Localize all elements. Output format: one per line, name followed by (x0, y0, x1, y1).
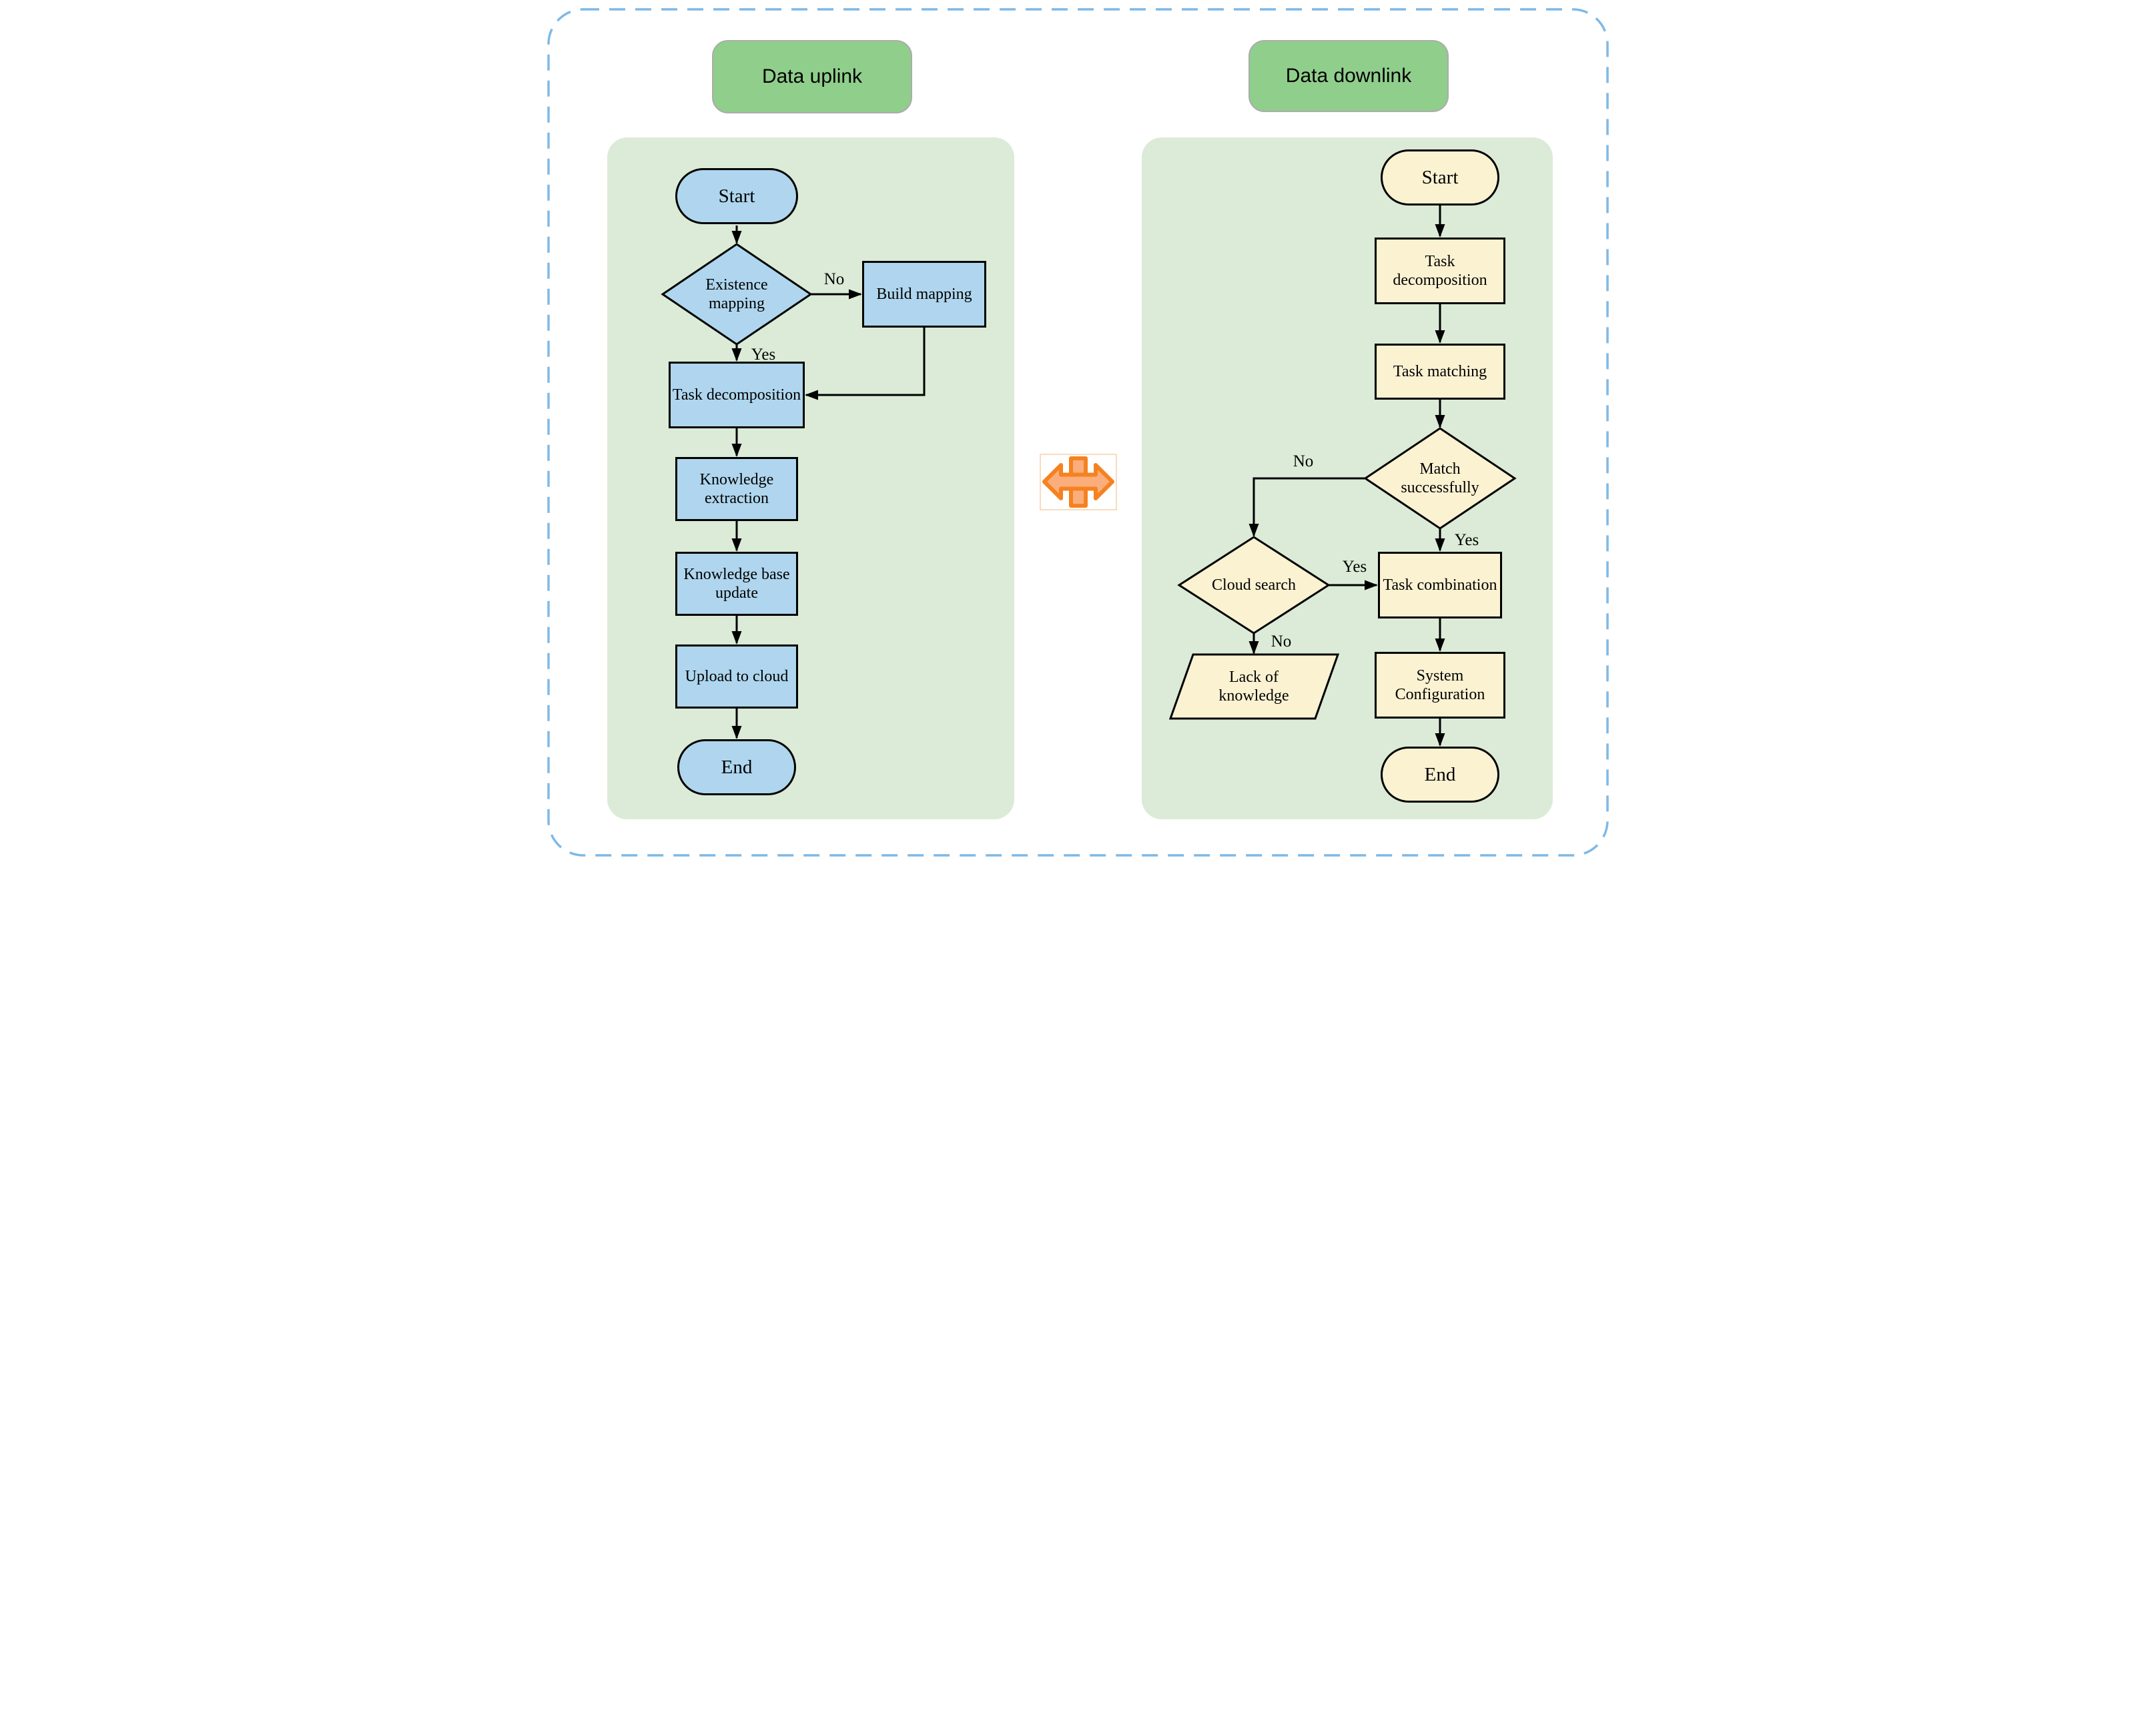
outer-dashed-border (547, 8, 1609, 857)
arrow-match-no-to-cloudsearch (1248, 477, 1365, 537)
downlink-header: Data downlink (1248, 40, 1449, 112)
existence-mapping-diamond-shape (661, 243, 813, 346)
knowledge-base-update-node: Knowledge base update (675, 552, 798, 616)
match-yes-label: Yes (1454, 531, 1479, 549)
existence-yes-label: Yes (751, 346, 776, 364)
flowchart-figure: Data uplink Data downlink Start Existenc… (539, 0, 1617, 865)
uplink-end-node: End (677, 739, 796, 795)
task-combination-node: Task combination (1378, 552, 1502, 618)
downlink-end-node: End (1381, 747, 1499, 803)
lack-of-knowledge-label: Lack of knowledge (1218, 668, 1289, 705)
cloud-search-diamond-label: Cloud search (1212, 576, 1296, 594)
uplink-start-node: Start (675, 168, 798, 224)
downlink-task-decomposition-node: Task decomposition (1375, 238, 1505, 304)
arrow-build-to-decomposition (805, 328, 926, 400)
cloud-no-label: No (1271, 632, 1292, 651)
cloud-yes-label: Yes (1342, 558, 1367, 576)
match-no-label: No (1293, 452, 1314, 470)
uplink-panel (607, 137, 1014, 819)
match-successfully-diamond-label: Match successfully (1401, 460, 1479, 496)
upload-to-cloud-node: Upload to cloud (675, 644, 798, 709)
bidirectional-sync-icon (1040, 454, 1117, 510)
system-configuration-node: System Configuration (1375, 652, 1505, 719)
lack-of-knowledge-parallelogram-shape (1168, 653, 1340, 720)
uplink-header: Data uplink (712, 40, 912, 113)
build-mapping-node: Build mapping (862, 261, 986, 328)
cloud-search-diamond-shape (1177, 536, 1331, 634)
task-matching-node: Task matching (1375, 344, 1505, 400)
existence-no-label: No (823, 270, 845, 288)
knowledge-extraction-node: Knowledge extraction (675, 457, 798, 521)
downlink-start-node: Start (1381, 149, 1499, 205)
match-successfully-diamond-shape (1363, 427, 1517, 530)
sync-icon-double-arrow (1042, 463, 1114, 500)
existence-mapping-diamond-label: Existence mapping (705, 276, 768, 312)
uplink-task-decomposition-node: Task decomposition (669, 362, 805, 428)
diagram-shapes-layer (547, 8, 1609, 857)
uplink-header-label: Data uplink (761, 65, 863, 87)
downlink-header-label: Data downlink (1285, 65, 1412, 87)
